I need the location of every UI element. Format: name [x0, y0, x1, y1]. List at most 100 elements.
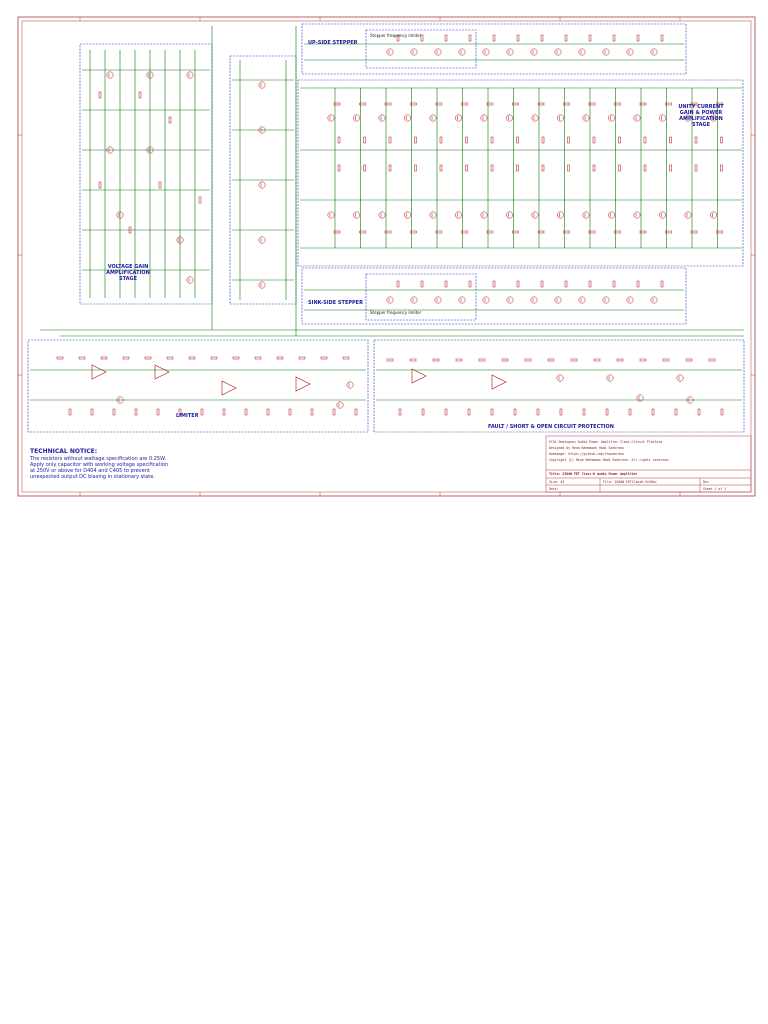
transistor-symbol [578, 296, 586, 304]
resistor-symbol [342, 356, 350, 360]
resistor-symbol [266, 408, 270, 416]
transistor-symbol [455, 114, 462, 122]
transistor-symbol [480, 211, 488, 219]
resistor-symbol [465, 164, 468, 172]
title-block-line: Copyright (C) Rena Rahmawan Hadi Soekran… [549, 458, 670, 462]
resistor-symbol [720, 408, 724, 416]
transistor-symbol [146, 146, 154, 154]
resistor-symbol [156, 408, 160, 416]
block-frame-fault [373, 339, 745, 433]
transistor-symbol [429, 114, 437, 122]
resistor-symbol [582, 408, 586, 416]
transistor-symbol [386, 48, 394, 56]
block-frame-up-side-stepper [301, 23, 687, 75]
resistor-symbol [432, 358, 440, 362]
transistor-symbol [482, 296, 490, 304]
transistor-symbol [608, 211, 615, 219]
resistor-symbol [409, 358, 417, 362]
transistor-symbol [676, 374, 684, 382]
resistor-symbol [435, 102, 443, 106]
resistor-symbol [421, 408, 425, 416]
transistor-symbol [506, 114, 513, 122]
resistor-symbol [363, 164, 366, 172]
transistor-symbol [346, 381, 354, 389]
block-title-voltage-gain: VOLTAGE GAIN AMPLIFICATION STAGE [106, 264, 150, 282]
resistor-symbol [232, 356, 240, 360]
resistor-symbol [669, 164, 672, 172]
resistor-symbol [298, 356, 306, 360]
opamp-symbol [491, 374, 507, 390]
transistor-symbol [659, 114, 666, 122]
transistor-symbol [353, 114, 360, 122]
resistor-symbol [112, 408, 116, 416]
resistor-symbol [410, 230, 417, 234]
transistor-symbol [455, 211, 462, 219]
transistor-symbol [684, 211, 692, 219]
resistor-symbol [563, 102, 570, 106]
transistor-symbol [650, 296, 658, 304]
resistor-symbol [435, 230, 443, 234]
resistor-symbol [168, 116, 172, 124]
transistor-symbol [106, 71, 114, 79]
resistor-symbol [396, 34, 400, 42]
block-title-limiter: LIMITER [176, 413, 199, 419]
resistor-symbol [690, 102, 698, 106]
resistor-symbol [486, 102, 494, 106]
transistor-symbol [429, 211, 437, 219]
resistor-symbol [98, 91, 102, 99]
resistor-symbol [588, 102, 596, 106]
resistor-symbol [524, 358, 532, 362]
transistor-symbol [710, 211, 717, 219]
block-frame-voltage-gain [79, 43, 213, 305]
resistor-symbol [144, 356, 152, 360]
border-ticks [18, 17, 755, 496]
resistor-symbol [134, 408, 138, 416]
transistor-symbol [650, 48, 658, 56]
resistor-symbol [492, 280, 496, 288]
transistor-symbol [578, 48, 586, 56]
title-block-date: Date: [549, 487, 559, 491]
resistor-symbol [636, 280, 640, 288]
resistor-symbol [593, 358, 601, 362]
resistor-symbol [720, 164, 723, 172]
transistor-symbol [458, 296, 466, 304]
resistor-symbol [98, 181, 102, 189]
resistor-symbol [501, 358, 509, 362]
transistor-symbol [482, 48, 490, 56]
transistor-symbol [557, 211, 564, 219]
resistor-symbol [639, 102, 647, 106]
resistor-symbol [254, 356, 262, 360]
transistor-symbol [606, 374, 614, 382]
resistor-symbol [410, 102, 417, 106]
opamp-symbol [411, 368, 427, 384]
transistor-symbol [116, 211, 124, 219]
resistor-symbol [78, 356, 86, 360]
resistor-symbol [276, 356, 284, 360]
transistor-symbol [146, 71, 154, 79]
resistor-symbol [138, 91, 142, 99]
block-title-up-side-stepper: UP-SIDE STEPPER [308, 40, 358, 46]
resistor-symbol [643, 136, 647, 144]
transistor-symbol [176, 236, 184, 244]
title-block-line: Homepage: https://github.com/rhsoekrano [549, 452, 624, 456]
resistor-symbol [592, 164, 596, 172]
resistor-symbol [396, 280, 400, 288]
opamp-symbol [91, 364, 107, 380]
transistor-symbol [106, 146, 114, 154]
resistor-symbol [128, 226, 132, 234]
sheet-border-inner [21, 20, 752, 493]
resistor-symbol [716, 102, 723, 106]
transistor-symbol [410, 48, 418, 56]
resistor-symbol [618, 136, 621, 144]
transistor-symbol [434, 296, 442, 304]
resistor-symbol [541, 164, 545, 172]
resistor-symbol [588, 230, 596, 234]
resistor-symbol [716, 230, 723, 234]
transistor-symbol [404, 114, 411, 122]
resistor-symbol [564, 280, 568, 288]
resistor-symbol [516, 164, 519, 172]
title-block-line: ECGs Dominguez Audio Power Amplifier Cla… [549, 440, 663, 444]
resistor-symbol [643, 164, 647, 172]
transistor-symbol [353, 211, 360, 219]
transistor-symbol [116, 396, 124, 404]
